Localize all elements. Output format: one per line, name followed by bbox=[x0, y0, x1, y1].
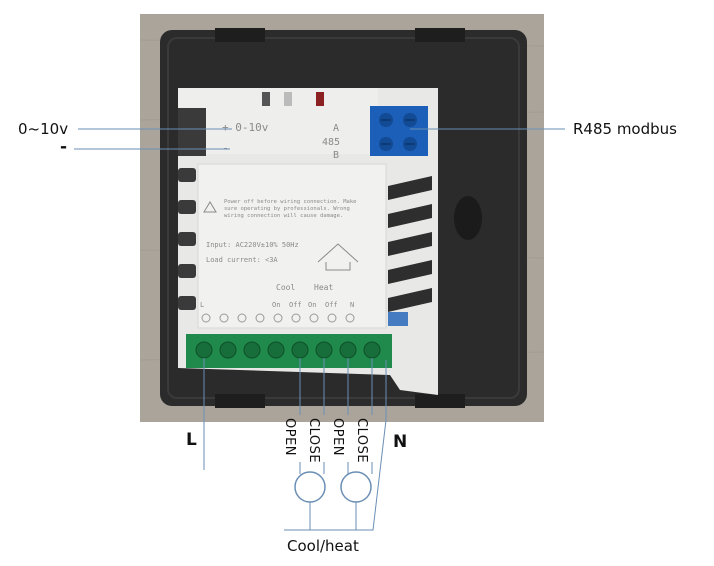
power-terminal-block bbox=[186, 334, 392, 368]
load-spec: Load current: <3A bbox=[206, 256, 278, 264]
warning-line-1: Power off before wiring connection. Make bbox=[224, 199, 356, 205]
label-minus-terminal: - bbox=[222, 141, 229, 155]
heat-valve-actuator bbox=[340, 471, 372, 503]
callout-valves: Cool/heat bbox=[287, 537, 359, 555]
label-term-l: L bbox=[200, 301, 204, 309]
rs485-terminal-block bbox=[370, 106, 428, 156]
wire-label-cool-open: OPEN bbox=[282, 418, 297, 457]
label-term-off-heat: Off bbox=[325, 301, 338, 309]
wire-label-cool-close: CLOSE bbox=[306, 418, 321, 464]
warning-icon bbox=[203, 201, 217, 213]
spec-label-panel bbox=[197, 163, 387, 329]
input-spec: Input: AC220V±10% 50Hz bbox=[206, 241, 299, 249]
label-term-on-cool: On bbox=[272, 301, 280, 309]
warning-line-3: wiring connection will cause damage. bbox=[224, 213, 343, 219]
label-term-on-heat: On bbox=[308, 301, 316, 309]
callout-minus: - bbox=[60, 137, 68, 157]
mounting-hole bbox=[454, 196, 482, 240]
house-icon bbox=[317, 243, 359, 271]
label-term-off-cool: Off bbox=[289, 301, 302, 309]
label-rs485-b: B bbox=[333, 150, 339, 161]
wire-neutral bbox=[284, 360, 387, 531]
warning-line-2: sure operating by professionals. Wrong bbox=[224, 206, 350, 212]
label-0-10v: + 0-10v bbox=[222, 121, 269, 134]
cool-valve-actuator bbox=[294, 471, 326, 503]
label-heat: Heat bbox=[314, 283, 333, 292]
label-cool: Cool bbox=[276, 283, 295, 292]
label-term-n: N bbox=[350, 301, 354, 309]
callout-live: L bbox=[186, 430, 197, 450]
label-rs485-a: A bbox=[333, 123, 339, 134]
wire-label-heat-open: OPEN bbox=[330, 418, 345, 457]
callout-neutral: N bbox=[393, 432, 408, 452]
callout-0-10v: 0~10v bbox=[18, 120, 69, 138]
wire-label-heat-close: CLOSE bbox=[354, 418, 369, 464]
label-rs485-num: 485 bbox=[322, 137, 340, 148]
callout-rs485: R485 modbus bbox=[573, 120, 677, 138]
